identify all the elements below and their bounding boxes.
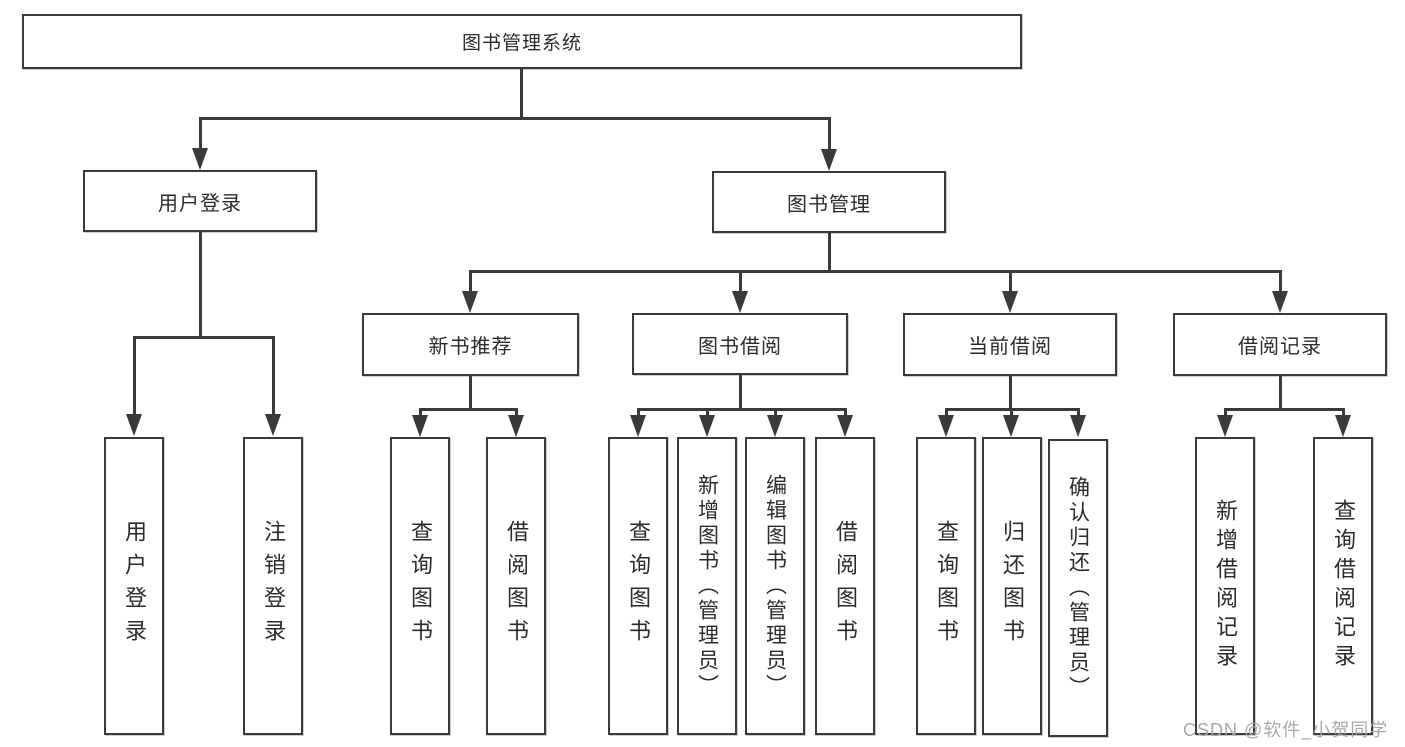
arrowhead-leaf-login <box>126 414 142 436</box>
connector-stem-book-mgmt <box>828 117 831 151</box>
connector-stem <box>1010 408 1013 418</box>
leaf-query-books-2: 查询图书 <box>608 437 668 735</box>
connector-root-down <box>520 69 523 119</box>
arrowhead-new-book <box>462 291 478 313</box>
arrowhead-leaf <box>1070 415 1086 437</box>
node-user-login: 用户登录 <box>83 170 317 232</box>
leaf-logout: 注销登录 <box>243 437 303 735</box>
arrowhead-leaf <box>699 415 715 437</box>
arrowhead-leaf <box>508 415 524 437</box>
connector-book-mgmt-down <box>828 233 831 272</box>
arrowhead-borrow-records <box>1272 291 1288 313</box>
connector-stem-user-login <box>199 117 202 150</box>
leaf-label: 借阅图书 <box>504 520 529 652</box>
arrowhead-leaf <box>412 415 428 437</box>
leaf-confirm-return-admin: 确认归还（管理员） <box>1048 439 1108 737</box>
arrowhead-book-borrow <box>732 291 748 313</box>
leaf-borrow-books-1: 借阅图书 <box>486 437 546 735</box>
connector-current-borrow-down <box>1009 376 1012 409</box>
connector-stem <box>844 408 847 418</box>
arrowhead-book-mgmt <box>821 149 837 171</box>
node-current-borrowing: 当前借阅 <box>903 313 1117 376</box>
leaf-label: 归还图书 <box>1000 520 1025 652</box>
leaf-query-books-3: 查询图书 <box>916 437 976 735</box>
arrowhead-leaf <box>837 415 853 437</box>
node-borrowing-records: 借阅记录 <box>1173 313 1387 376</box>
connector-stem-new-book <box>469 270 472 293</box>
connector-stem <box>945 408 948 418</box>
leaf-user-login: 用户登录 <box>104 437 164 735</box>
node-book-management: 图书管理 <box>712 171 946 233</box>
connector-stem <box>515 408 518 418</box>
leaf-label: 确认归还（管理员） <box>1066 475 1090 701</box>
leaf-label: 新增图书（管理员） <box>695 473 719 699</box>
leaf-add-borrow-record: 新增借阅记录 <box>1195 437 1255 735</box>
connector-level3-rail <box>469 270 1282 273</box>
connector-stem <box>706 408 709 418</box>
connector-user-login-down <box>199 232 202 336</box>
leaf-borrow-books-2: 借阅图书 <box>815 437 875 735</box>
arrowhead-leaf <box>1003 415 1019 437</box>
connector-stem <box>1077 408 1080 418</box>
leaf-add-books-admin: 新增图书（管理员） <box>677 437 737 735</box>
connector-borrow-records-down <box>1279 376 1282 409</box>
watermark: CSDN @软件_小贺同学 <box>1183 720 1389 740</box>
connector-stem <box>774 408 777 418</box>
leaf-label: 查询借阅记录 <box>1331 499 1356 673</box>
arrowhead-leaf <box>938 415 954 437</box>
connector-borrow-records-rail <box>1224 408 1345 411</box>
leaf-label: 用户登录 <box>122 520 147 652</box>
connector-book-borrow-rail <box>637 408 846 411</box>
leaf-query-borrow-record: 查询借阅记录 <box>1313 437 1373 735</box>
node-root: 图书管理系统 <box>22 14 1022 69</box>
leaf-return-books: 归还图书 <box>982 437 1042 735</box>
connector-stem <box>637 408 640 418</box>
arrowhead-leaf <box>767 415 783 437</box>
leaf-label: 借阅图书 <box>833 520 858 652</box>
node-new-book-recommend: 新书推荐 <box>362 313 579 376</box>
connector-stem <box>1342 408 1345 418</box>
arrowhead-current-borrow <box>1002 291 1018 313</box>
leaf-label: 查询图书 <box>408 520 433 652</box>
connector-stem-current-borrow <box>1009 270 1012 293</box>
connector-stem <box>419 408 422 418</box>
leaf-label: 注销登录 <box>261 520 286 652</box>
connector-stem-leaf-logout <box>272 336 275 417</box>
leaf-edit-books-admin: 编辑图书（管理员） <box>745 437 805 735</box>
arrowhead-leaf <box>1335 415 1351 437</box>
arrowhead-leaf <box>630 415 646 437</box>
connector-new-book-rail <box>419 408 517 411</box>
leaf-label: 编辑图书（管理员） <box>763 473 787 699</box>
leaf-label: 查询图书 <box>626 520 651 652</box>
connector-stem-borrow-records <box>1279 270 1282 293</box>
leaf-label: 新增借阅记录 <box>1213 499 1238 673</box>
connector-stem <box>1224 408 1227 418</box>
leaf-label: 查询图书 <box>934 520 959 652</box>
arrowhead-leaf <box>1217 415 1233 437</box>
connector-book-borrow-down <box>739 375 742 409</box>
arrowhead-user-login <box>192 148 208 170</box>
connector-stem-leaf-login <box>133 336 136 417</box>
connector-new-book-down <box>469 376 472 409</box>
arrowhead-leaf-logout <box>265 414 281 436</box>
connector-level2-rail <box>199 117 830 120</box>
connector-user-login-rail <box>133 336 275 339</box>
leaf-query-books-1: 查询图书 <box>390 437 450 735</box>
connector-stem-book-borrow <box>739 270 742 293</box>
node-book-borrowing: 图书借阅 <box>632 313 848 375</box>
